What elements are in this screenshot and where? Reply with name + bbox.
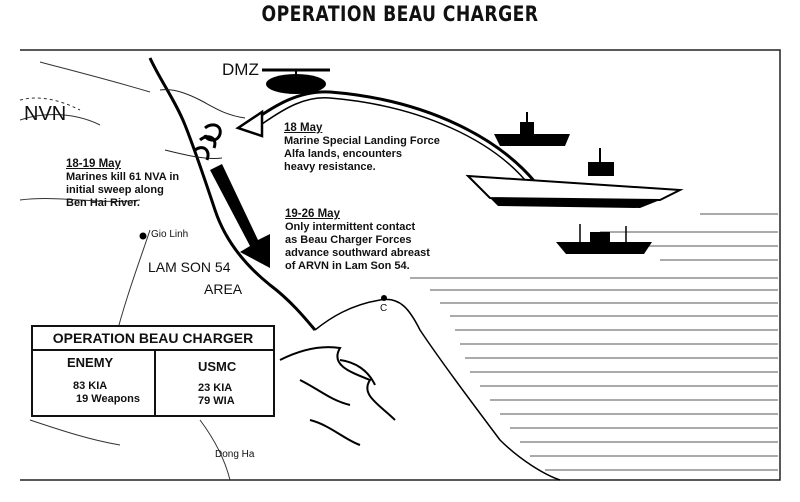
summary-box: OPERATION BEAU CHARGER ENEMY 83 KIA 19 W… bbox=[31, 325, 275, 417]
enemy-kia: 83 KIA bbox=[73, 380, 108, 392]
annotation-line: initial sweep along bbox=[66, 184, 164, 196]
annotation-line: heavy resistance. bbox=[284, 161, 376, 173]
annotation-date: 19-26 May bbox=[285, 208, 340, 220]
annotation-line: Only intermittent contact bbox=[285, 221, 416, 233]
place-c-marker: C bbox=[380, 303, 388, 314]
assault-arrow-inner bbox=[261, 97, 526, 181]
map-title: OPERATION BEAU CHARGER bbox=[261, 2, 539, 26]
annotation-line: Ben Hai River. bbox=[66, 197, 140, 209]
usmc-wia: 79 WIA bbox=[198, 395, 235, 407]
place-nvn: NVN bbox=[24, 103, 67, 125]
place-area: AREA bbox=[204, 281, 243, 297]
summary-box-column-divider bbox=[154, 351, 156, 415]
annotation-line: advance southward abreast bbox=[285, 247, 430, 259]
usmc-kia: 23 KIA bbox=[198, 382, 233, 394]
enemy-heading: ENEMY bbox=[67, 355, 114, 370]
usmc-heading: USMC bbox=[198, 359, 237, 374]
nvn-border bbox=[19, 97, 81, 111]
summary-box-divider bbox=[33, 349, 273, 351]
helicopter-icon bbox=[262, 68, 330, 94]
annotation-date: 18-19 May bbox=[66, 158, 121, 170]
river-delta bbox=[279, 346, 396, 446]
ship-icon-1 bbox=[494, 112, 570, 146]
sea-hatching bbox=[410, 213, 778, 471]
gio-linh-marker bbox=[139, 232, 147, 240]
place-lam-son-54: LAM SON 54 bbox=[148, 259, 231, 275]
summary-box-title: OPERATION BEAU CHARGER bbox=[52, 330, 254, 346]
advance-arrow bbox=[210, 164, 270, 268]
c-marker bbox=[381, 295, 387, 301]
map-frame bbox=[20, 49, 781, 481]
annotation-line: of ARVN in Lam Son 54. bbox=[285, 260, 410, 272]
annotation-line: Alfa lands, encounters bbox=[284, 148, 402, 160]
place-gio-linh: Gio Linh bbox=[151, 229, 189, 240]
annotation-line: as Beau Charger Forces bbox=[285, 234, 412, 246]
annotation-19-26-may: 19-26 May Only intermittent contact as B… bbox=[285, 208, 430, 273]
dmz-boundary bbox=[159, 89, 246, 159]
ben-hai-river bbox=[39, 61, 151, 93]
assault-arrow bbox=[249, 90, 537, 183]
annotation-18-may: 18 May Marine Special Landing Force Alfa… bbox=[284, 122, 440, 174]
shore-land bbox=[314, 298, 561, 481]
annotation-line: Marines kill 61 NVA in bbox=[66, 171, 180, 183]
ship-icon-2 bbox=[556, 224, 652, 254]
annotation-18-19-may: 18-19 May Marines kill 61 NVA in initial… bbox=[66, 158, 179, 210]
coastline bbox=[148, 57, 317, 331]
inland-rivers bbox=[19, 114, 231, 481]
carrier-icon bbox=[465, 148, 684, 208]
enemy-weapons: 19 Weapons bbox=[76, 393, 140, 405]
assault-arrowhead bbox=[235, 109, 264, 138]
annotation-line: Marine Special Landing Force bbox=[284, 135, 440, 147]
place-dmz: DMZ bbox=[222, 60, 259, 79]
place-dong-ha: Dong Ha bbox=[215, 449, 255, 460]
landing-marks bbox=[194, 123, 222, 161]
annotation-date: 18 May bbox=[284, 122, 323, 134]
